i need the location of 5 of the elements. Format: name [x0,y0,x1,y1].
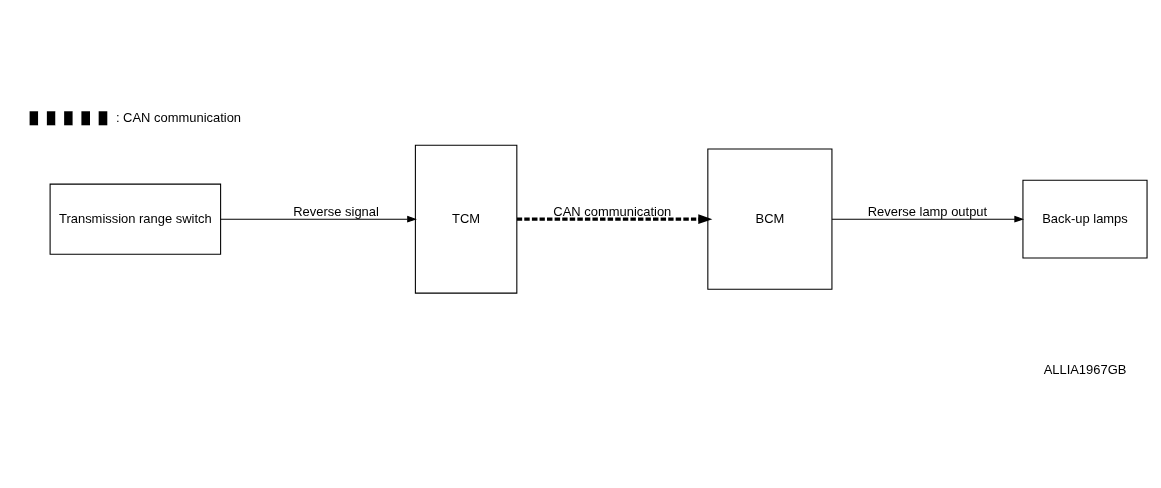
edge-label: Reverse signal [293,203,379,219]
edge-label: CAN communication [553,203,672,219]
label: ALLIA1967GB [1043,361,1127,377]
legend-label: : CAN communication [115,109,242,125]
edge-label: Reverse lamp output [867,203,988,219]
